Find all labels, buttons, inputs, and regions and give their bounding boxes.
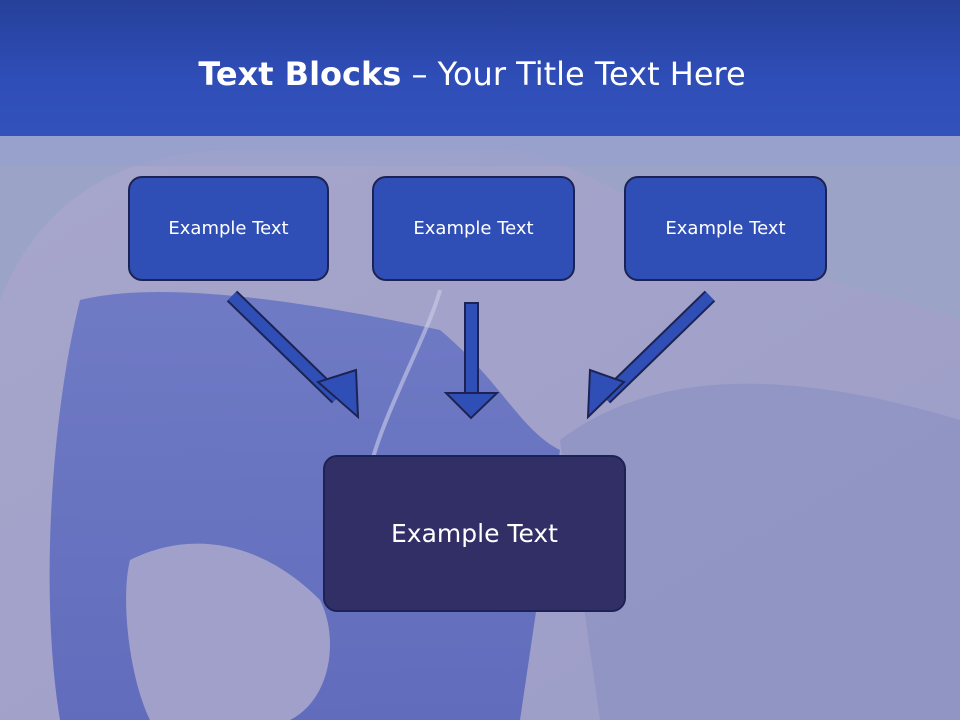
slide-title: Text Blocks – Your Title Text Here [0, 52, 944, 96]
title-dash: – [401, 55, 438, 93]
title-bold-part: Text Blocks [198, 55, 402, 93]
arrow-left [226, 290, 360, 420]
arrow-right [586, 290, 716, 420]
target-block: Example Text [323, 455, 626, 612]
arrow-center [443, 302, 500, 420]
text-block-3-label: Example Text [665, 218, 786, 239]
text-block-2: Example Text [372, 176, 575, 281]
title-strip [0, 136, 960, 166]
title-rest-part: Your Title Text Here [437, 55, 746, 93]
text-block-3: Example Text [624, 176, 827, 281]
text-block-1-label: Example Text [168, 218, 289, 239]
target-block-label: Example Text [391, 519, 558, 548]
title-bar [0, 0, 960, 136]
text-block-2-label: Example Text [413, 218, 534, 239]
text-block-1: Example Text [128, 176, 329, 281]
